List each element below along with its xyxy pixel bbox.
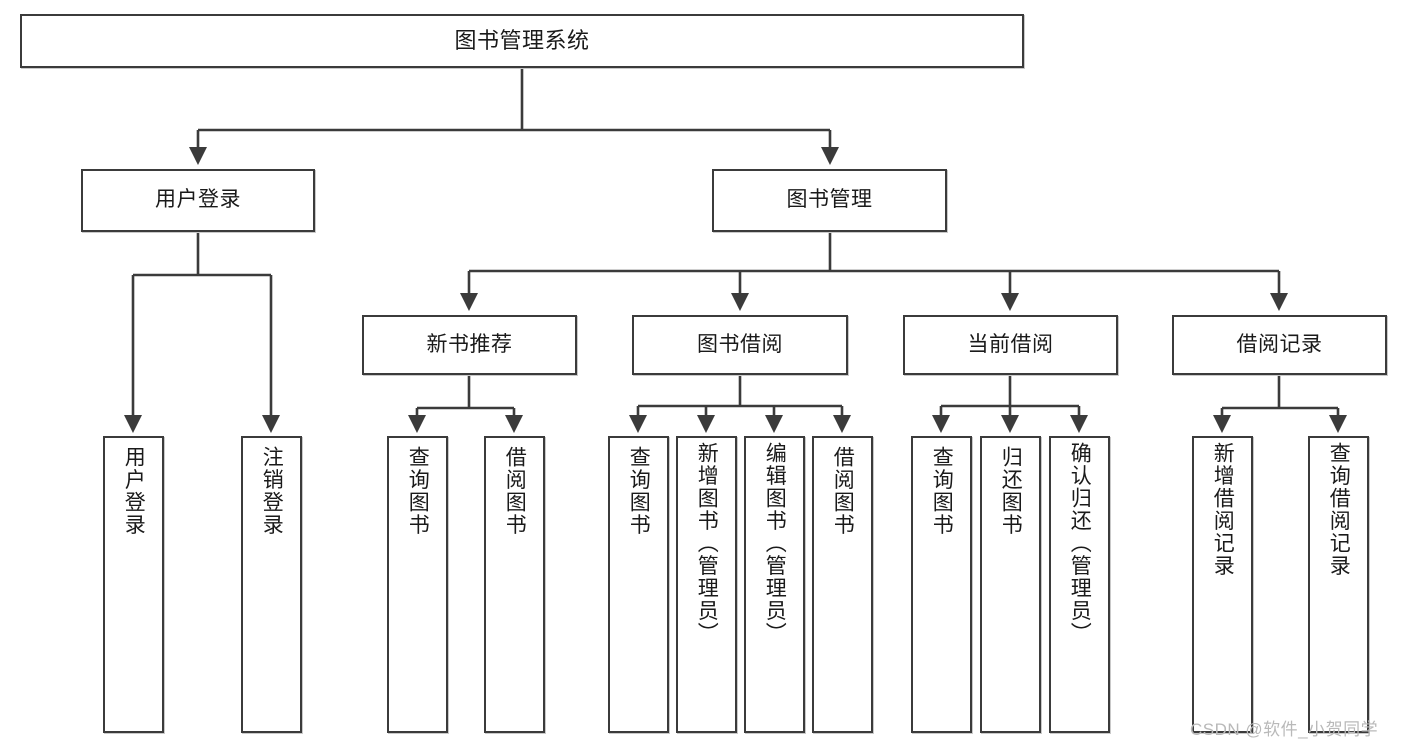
node-book-borrow-label: 图书借阅 (697, 332, 783, 356)
node-leaf-query-book-3-label: 查询图书 (930, 446, 954, 536)
node-current-borrow[interactable]: 当前借阅 (903, 315, 1118, 375)
node-leaf-query-book-2[interactable]: 查询图书 (608, 436, 669, 733)
node-leaf-query-book-1-label: 查询图书 (406, 446, 430, 536)
node-leaf-confirm-return-label: 确认归还（管理员） (1068, 442, 1092, 645)
node-leaf-return-book[interactable]: 归还图书 (980, 436, 1041, 733)
node-leaf-borrow-book-1[interactable]: 借阅图书 (484, 436, 545, 733)
node-leaf-user-login[interactable]: 用户登录 (103, 436, 164, 733)
node-leaf-borrow-book-2[interactable]: 借阅图书 (812, 436, 873, 733)
node-user-login-label: 用户登录 (155, 188, 241, 212)
node-current-borrow-label: 当前借阅 (967, 332, 1054, 356)
node-leaf-query-record[interactable]: 查询借阅记录 (1308, 436, 1369, 733)
node-leaf-add-record-label: 新增借阅记录 (1211, 442, 1235, 577)
node-book-manage[interactable]: 图书管理 (712, 169, 947, 232)
node-leaf-edit-book-label: 编辑图书（管理员） (763, 442, 787, 645)
node-root[interactable]: 图书管理系统 (20, 14, 1024, 68)
node-leaf-logout-label: 注销登录 (260, 446, 284, 536)
node-leaf-confirm-return[interactable]: 确认归还（管理员） (1049, 436, 1110, 733)
node-book-borrow[interactable]: 图书借阅 (632, 315, 848, 375)
node-user-login[interactable]: 用户登录 (81, 169, 315, 232)
node-root-label: 图书管理系统 (454, 28, 590, 54)
node-leaf-add-record[interactable]: 新增借阅记录 (1192, 436, 1253, 733)
watermark-text: CSDN @软件_小贺同学 (1190, 720, 1379, 739)
node-leaf-query-book-2-label: 查询图书 (627, 446, 651, 536)
node-borrow-record[interactable]: 借阅记录 (1172, 315, 1387, 375)
node-leaf-borrow-book-1-label: 借阅图书 (503, 446, 527, 536)
node-leaf-logout[interactable]: 注销登录 (241, 436, 302, 733)
node-leaf-query-book-1[interactable]: 查询图书 (387, 436, 448, 733)
node-leaf-user-login-label: 用户登录 (122, 446, 146, 536)
node-leaf-query-record-label: 查询借阅记录 (1327, 442, 1351, 577)
node-leaf-return-book-label: 归还图书 (999, 446, 1023, 536)
node-borrow-record-label: 借阅记录 (1236, 332, 1323, 356)
node-leaf-add-book[interactable]: 新增图书（管理员） (676, 436, 737, 733)
node-book-manage-label: 图书管理 (786, 188, 873, 212)
node-leaf-borrow-book-2-label: 借阅图书 (831, 446, 855, 536)
node-leaf-edit-book[interactable]: 编辑图书（管理员） (744, 436, 805, 733)
node-new-book-rec-label: 新书推荐 (426, 332, 513, 356)
node-leaf-add-book-label: 新增图书（管理员） (695, 442, 719, 645)
node-new-book-rec[interactable]: 新书推荐 (362, 315, 577, 375)
node-leaf-query-book-3[interactable]: 查询图书 (911, 436, 972, 733)
